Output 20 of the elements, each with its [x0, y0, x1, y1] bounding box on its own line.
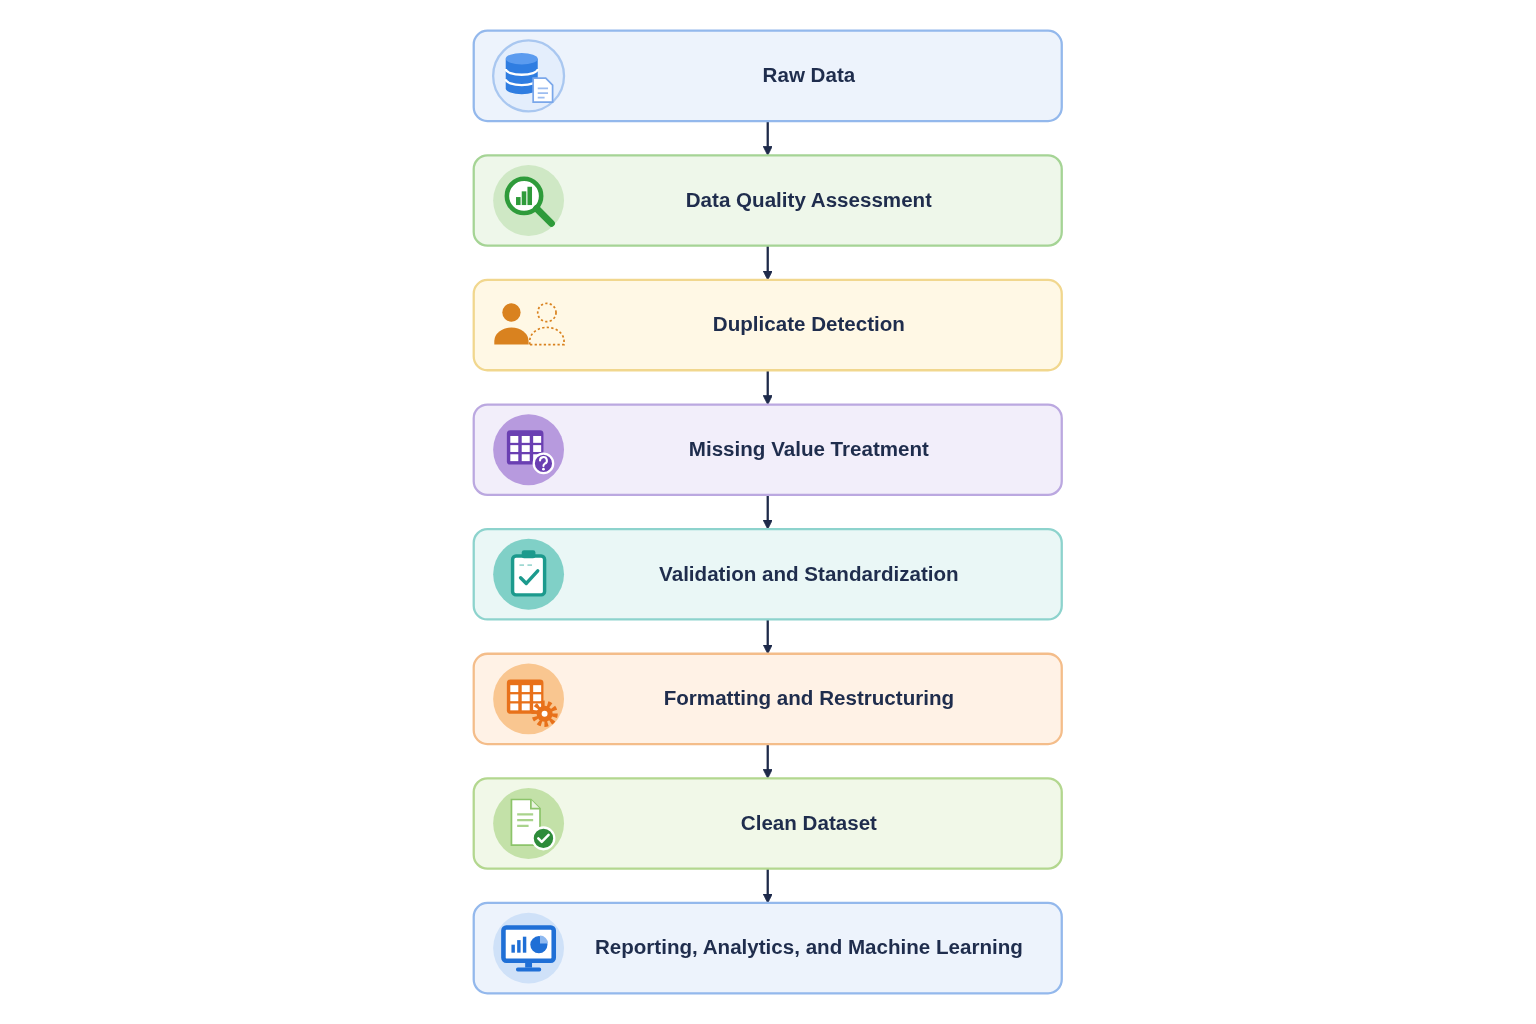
process-box [472, 528, 1064, 621]
step-label: Raw Data [762, 62, 856, 89]
arrow [762, 494, 774, 530]
step-label: Duplicate Detection [713, 312, 906, 338]
process-box [472, 652, 1064, 746]
process-box [472, 154, 1064, 247]
step-label: Missing Value Treatment [689, 436, 930, 463]
step-label: Reporting, Analytics, and Machine Learning [595, 935, 1024, 961]
process-box [472, 278, 1064, 372]
step-label: Data Quality Assessment [686, 187, 933, 214]
process-box [472, 901, 1064, 995]
arrow [762, 744, 774, 779]
arrow [762, 121, 774, 156]
step-label: Formatting and Restructuring [663, 685, 955, 712]
step-label: Clean Dataset [741, 810, 878, 837]
process-box [472, 777, 1064, 870]
arrow [762, 370, 774, 405]
step-label: Validation and Standardization [659, 561, 959, 588]
process-box [472, 29, 1064, 123]
process-box [472, 403, 1064, 496]
